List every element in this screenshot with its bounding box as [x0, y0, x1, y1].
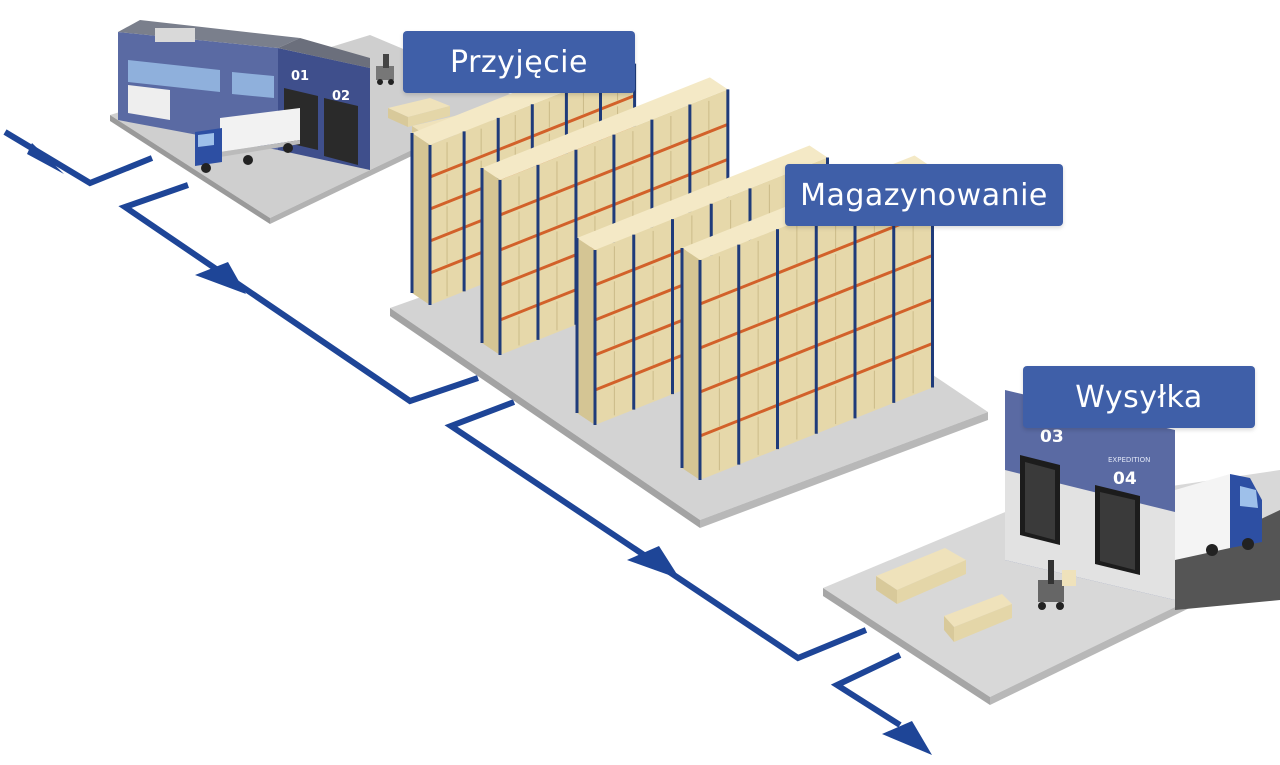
dock-04-caption: EXPEDITION [1108, 456, 1150, 464]
shipping-forklift [1038, 560, 1076, 610]
shipping-truck [1175, 474, 1262, 560]
stage-label-receiving: Przyjęcie [403, 31, 635, 93]
receiving-forklift [376, 54, 394, 85]
flow-line [3, 129, 902, 728]
stage-label-storage: Magazynowanie [785, 164, 1063, 226]
shipping-area: 03 EXPEDITION 04 [823, 390, 1280, 705]
storage-racks [410, 51, 934, 480]
stage-label-shipping-text: Wysyłka [1075, 379, 1203, 415]
storage-area [390, 51, 988, 528]
flow-arrow-icon-1 [27, 143, 64, 174]
dock-01-number: 01 [291, 69, 309, 84]
dock-03-number: 03 [1040, 427, 1064, 447]
flow-arrow-icon-2 [195, 262, 246, 294]
stage-label-storage-text: Magazynowanie [800, 177, 1048, 213]
stage-label-receiving-text: Przyjęcie [450, 44, 588, 80]
flow-arrow-icon-3 [627, 546, 680, 579]
dock-02-number: 02 [332, 89, 350, 104]
receiving-truck [195, 108, 300, 173]
flow-arrowheads [27, 143, 932, 755]
stage-label-shipping: Wysyłka [1023, 366, 1255, 428]
dock-04-number: 04 [1113, 469, 1137, 489]
shipping-pallets [876, 548, 1012, 642]
flow-arrow-icon-4 [882, 721, 932, 755]
